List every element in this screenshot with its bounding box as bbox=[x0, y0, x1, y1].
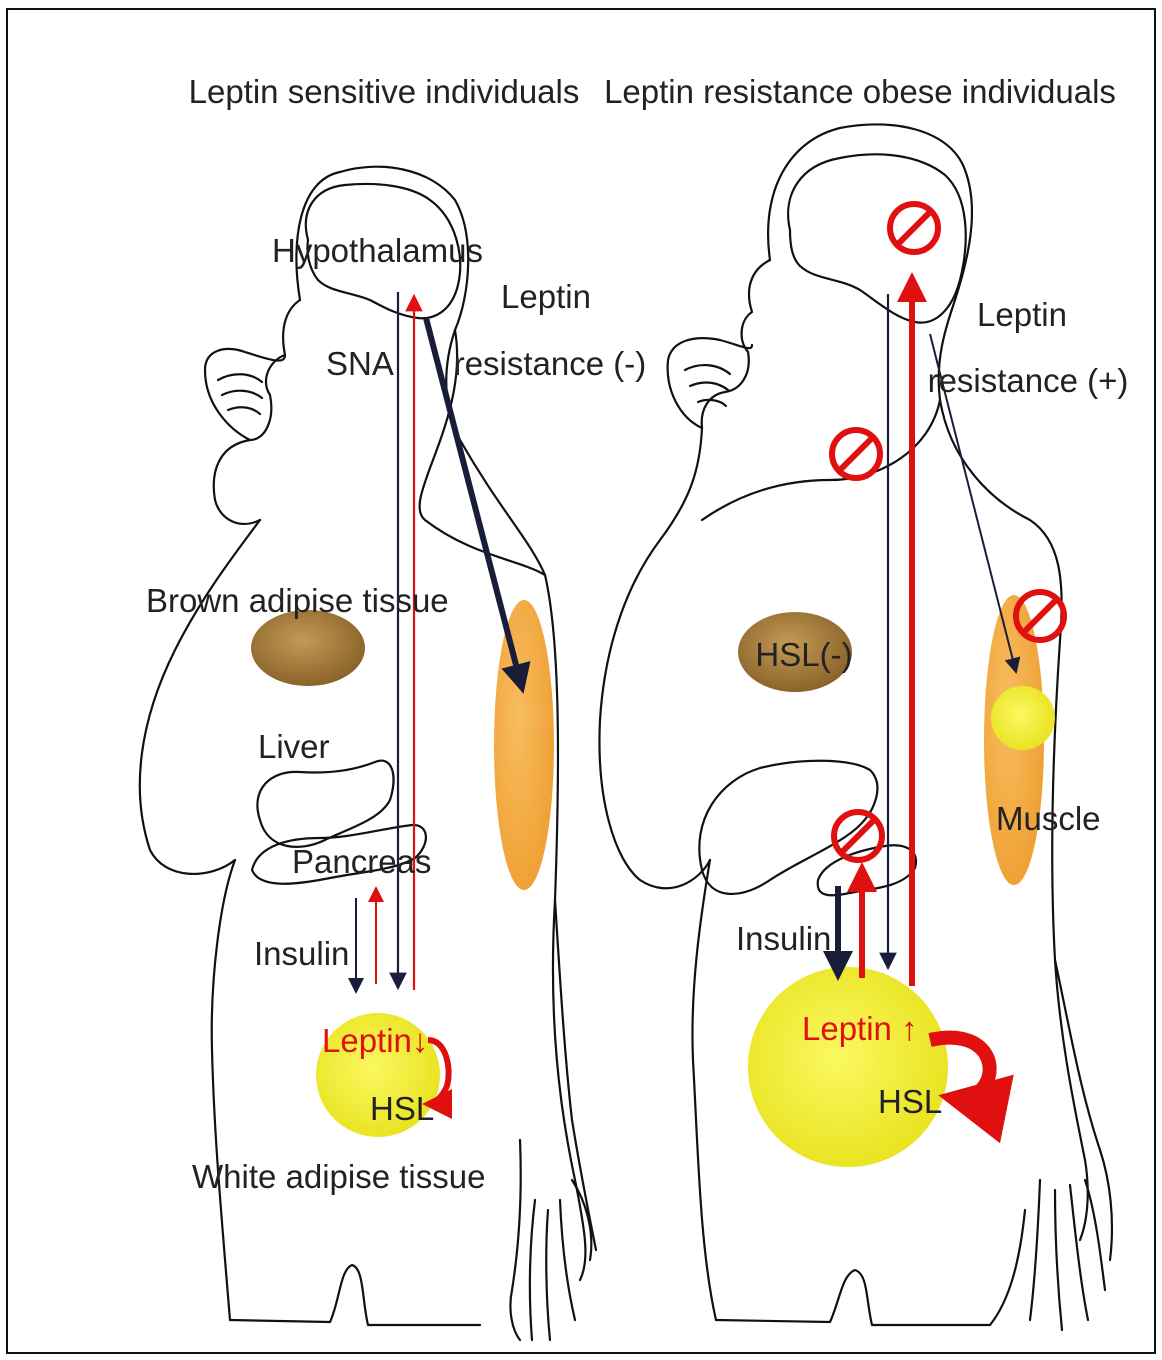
left-insulin-label: Insulin bbox=[254, 935, 349, 972]
no-sign-icon bbox=[832, 430, 880, 478]
liver-label: Liver bbox=[258, 728, 330, 765]
sna-label: SNA bbox=[326, 345, 394, 382]
left-muscle bbox=[494, 600, 554, 890]
pancreas-label: Pancreas bbox=[292, 843, 431, 880]
left-leptin-level-label: Leptin↓ bbox=[322, 1022, 428, 1059]
left-brown-adipose bbox=[251, 610, 365, 686]
no-sign-icon bbox=[890, 204, 938, 252]
right-hsl-label: HSL bbox=[878, 1083, 942, 1120]
left-title: Leptin sensitive individuals bbox=[189, 73, 580, 110]
left-resistance-line2: resistance (-) bbox=[454, 345, 647, 382]
right-resistance-line2: resistance (+) bbox=[928, 362, 1129, 399]
right-white-adipose bbox=[748, 967, 948, 1167]
white-adipose-label: White adipise tissue bbox=[192, 1158, 485, 1195]
right-title: Leptin resistance obese individuals bbox=[604, 73, 1116, 110]
right-resistance-line1: Leptin bbox=[977, 296, 1067, 333]
right-brain-outline bbox=[788, 154, 966, 322]
right-liver-shape bbox=[699, 761, 877, 894]
right-insulin-label: Insulin bbox=[736, 920, 831, 957]
right-brown-label: HSL(-) bbox=[755, 636, 852, 673]
left-resistance-line1: Leptin bbox=[501, 278, 591, 315]
brown-adipose-label: Brown adipise tissue bbox=[146, 582, 449, 619]
hypothalamus-label: Hypothalamus bbox=[272, 232, 483, 269]
left-liver-shape bbox=[257, 761, 393, 847]
muscle-label: Muscle bbox=[996, 800, 1101, 837]
right-leptin-level-label: Leptin ↑ bbox=[802, 1010, 918, 1047]
right-pancreas-shape bbox=[818, 845, 916, 895]
right-muscle-fat-droplet bbox=[991, 686, 1055, 750]
left-hsl-label: HSL bbox=[370, 1090, 434, 1127]
